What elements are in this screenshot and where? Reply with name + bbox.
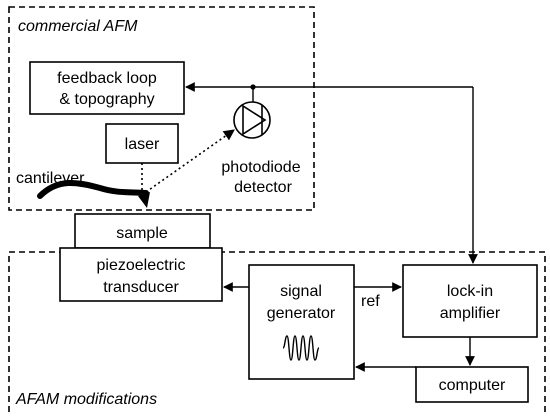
lockin-label-1: lock-in bbox=[447, 283, 493, 300]
feedback-loop-label-1: feedback loop bbox=[57, 70, 157, 87]
piezo-label-1: piezoelectric bbox=[97, 257, 186, 274]
photodiode-icon bbox=[233, 101, 271, 139]
cantilever-tip-icon bbox=[138, 192, 150, 208]
feedback-loop-label-2: & topography bbox=[59, 91, 154, 108]
commercial-afm-label: commercial AFM bbox=[18, 18, 138, 35]
photodiode-label-2: detector bbox=[234, 179, 292, 196]
afam-modifications-label: AFAM modifications bbox=[15, 391, 157, 408]
cantilever-icon bbox=[37, 179, 149, 199]
sine-wave-icon bbox=[282, 335, 320, 361]
computer-box bbox=[415, 366, 529, 403]
signal-generator-label-1: signal bbox=[280, 283, 322, 300]
lockin-label-2: amplifier bbox=[440, 305, 501, 322]
piezo-label-2: transducer bbox=[103, 279, 179, 296]
sample-box bbox=[74, 213, 211, 249]
signal-generator-box bbox=[248, 264, 355, 380]
laser-label: laser bbox=[125, 136, 160, 153]
commercial-afm-region bbox=[8, 6, 315, 211]
photodiode-label-1: photodiode bbox=[221, 159, 300, 176]
afam-modifications-region bbox=[8, 251, 546, 412]
lockin-amplifier-box bbox=[402, 264, 538, 338]
computer-label: computer bbox=[439, 377, 506, 394]
piezo-box bbox=[59, 247, 223, 302]
ref-label: ref bbox=[361, 293, 380, 310]
sample-label: sample bbox=[116, 225, 168, 242]
feedback-loop-box bbox=[29, 61, 185, 115]
signal-generator-label-2: generator bbox=[267, 305, 336, 322]
